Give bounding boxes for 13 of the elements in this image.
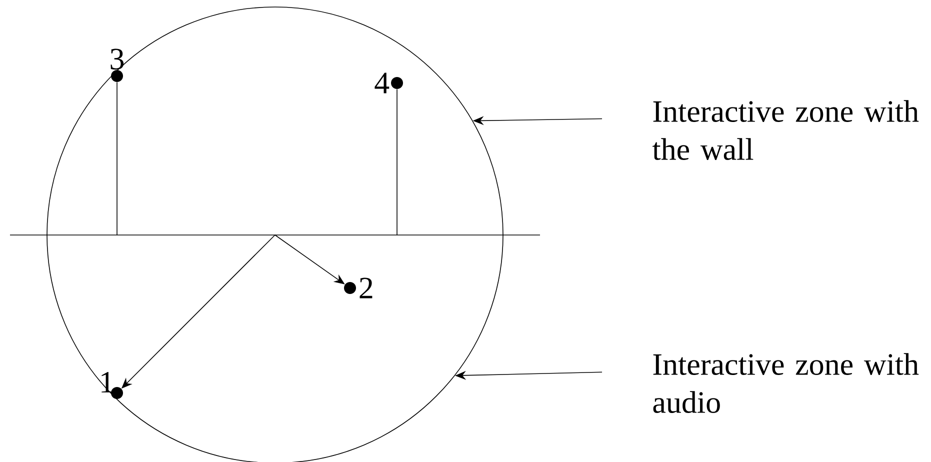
point-dot bbox=[111, 70, 123, 82]
point-dot bbox=[344, 282, 356, 294]
point-number: 1 bbox=[102, 372, 113, 392]
point-dot bbox=[391, 77, 403, 89]
zone-label: Interactive zone with the wall bbox=[652, 100, 919, 160]
horizontal-line bbox=[10, 234, 540, 236]
vertical-line bbox=[116, 82, 118, 236]
point-number: 2 bbox=[360, 278, 372, 298]
point-number: 3 bbox=[110, 48, 124, 70]
vertical-line bbox=[396, 88, 398, 236]
point-dot bbox=[111, 387, 123, 399]
zone-label: Interactive zone with audio bbox=[653, 353, 919, 413]
point-number: 4 bbox=[374, 72, 390, 94]
